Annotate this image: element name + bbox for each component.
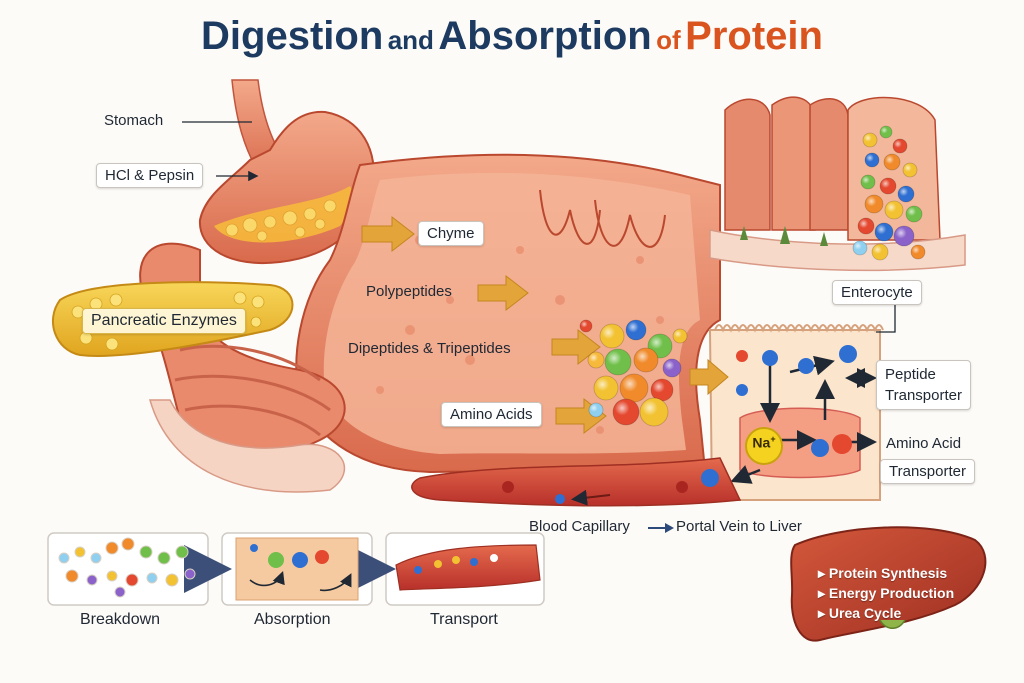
bullet-triangle-icon: ▸ [818, 565, 826, 581]
liver-functions-list: ▸ Protein Synthesis ▸ Energy Production … [818, 563, 954, 623]
liver-organ [790, 526, 987, 642]
bullet-triangle-icon: ▸ [818, 585, 826, 601]
sodium-ion-label: Na+ [746, 434, 782, 451]
label-amino-acid-transporter-2: Transporter [880, 459, 975, 484]
title-part-4: of [656, 25, 681, 55]
liver-function-item: ▸ Urea Cycle [818, 605, 902, 621]
bullet-triangle-icon: ▸ [818, 605, 826, 621]
diagram-title: Digestion and Absorption of Protein [0, 14, 1024, 59]
arrow-right-icon [648, 523, 674, 533]
label-amino-acids: Amino Acids [441, 402, 542, 427]
label-portal-vein: Portal Vein to Liver [676, 518, 802, 535]
peptide-transporter-line-2: Transporter [885, 387, 962, 404]
label-dipeptides-tripeptides: Dipeptides & Tripeptides [348, 340, 511, 357]
sodium-charge: + [770, 434, 776, 444]
label-chyme: Chyme [418, 221, 484, 246]
step-caption-transport: Transport [430, 611, 498, 628]
process-steps [47, 532, 545, 606]
title-part-5: Protein [685, 14, 823, 58]
villi-closeup [709, 96, 966, 272]
label-amino-acid-transporter-1: Amino Acid [886, 435, 962, 452]
label-enterocyte: Enterocyte [832, 280, 922, 305]
label-blood-capillary: Blood Capillary [529, 518, 630, 535]
liver-function-item: ▸ Energy Production [818, 585, 955, 601]
label-peptide-transporter: Peptide Transporter [876, 360, 971, 410]
label-hcl-pepsin: HCl & Pepsin [96, 163, 204, 188]
peptide-transporter-line-1: Peptide [885, 366, 936, 383]
sodium-symbol: Na [752, 434, 771, 451]
label-stomach: Stomach [104, 112, 164, 129]
enterocyte-cell [708, 324, 884, 501]
stomach-organ [198, 110, 375, 265]
label-pancreatic-enzymes: Pancreatic Enzymes [82, 308, 246, 334]
label-polypeptides: Polypeptides [366, 283, 452, 300]
title-part-3: Absorption [438, 14, 652, 58]
liver-function-item: ▸ Protein Synthesis [818, 565, 948, 581]
step-caption-absorption: Absorption [254, 611, 331, 628]
title-part-2: and [387, 25, 434, 55]
blood-capillary [411, 457, 742, 507]
title-part-1: Digestion [201, 14, 384, 58]
step-caption-breakdown: Breakdown [80, 611, 161, 628]
